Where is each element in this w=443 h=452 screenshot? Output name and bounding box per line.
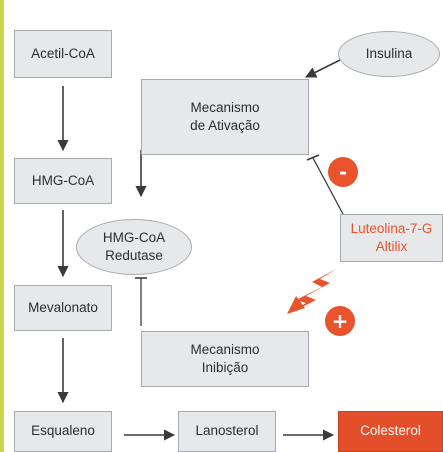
node-hmg-coa: HMG-CoA: [14, 158, 112, 204]
lightning-arrow-icon: [287, 268, 338, 314]
node-lanosterol: Lanosterol: [178, 411, 276, 452]
node-hmg-coa-redutase: HMG-CoA Redutase: [76, 219, 192, 275]
node-esqualeno: Esqualeno: [14, 411, 112, 452]
node-mecanismo-ativacao: Mecanismo de Ativação: [141, 79, 309, 155]
node-colesterol: Colesterol: [338, 411, 443, 452]
node-mevalonato: Mevalonato: [14, 285, 112, 331]
node-insulina: Insulina: [338, 31, 440, 77]
node-mecanismo-inibicao: Mecanismo Inibição: [141, 331, 309, 387]
minus-icon: -: [328, 157, 358, 187]
inhibition-bar: [306, 154, 320, 161]
edge-accent-bar: [0, 0, 4, 452]
node-luteolina: Luteolina-7-G Altilix: [340, 214, 443, 262]
inhibition-luteolina-to-ativacao: [312, 157, 344, 215]
node-acetil-coa: Acetil-CoA: [14, 30, 112, 78]
plus-icon: +: [325, 306, 355, 336]
